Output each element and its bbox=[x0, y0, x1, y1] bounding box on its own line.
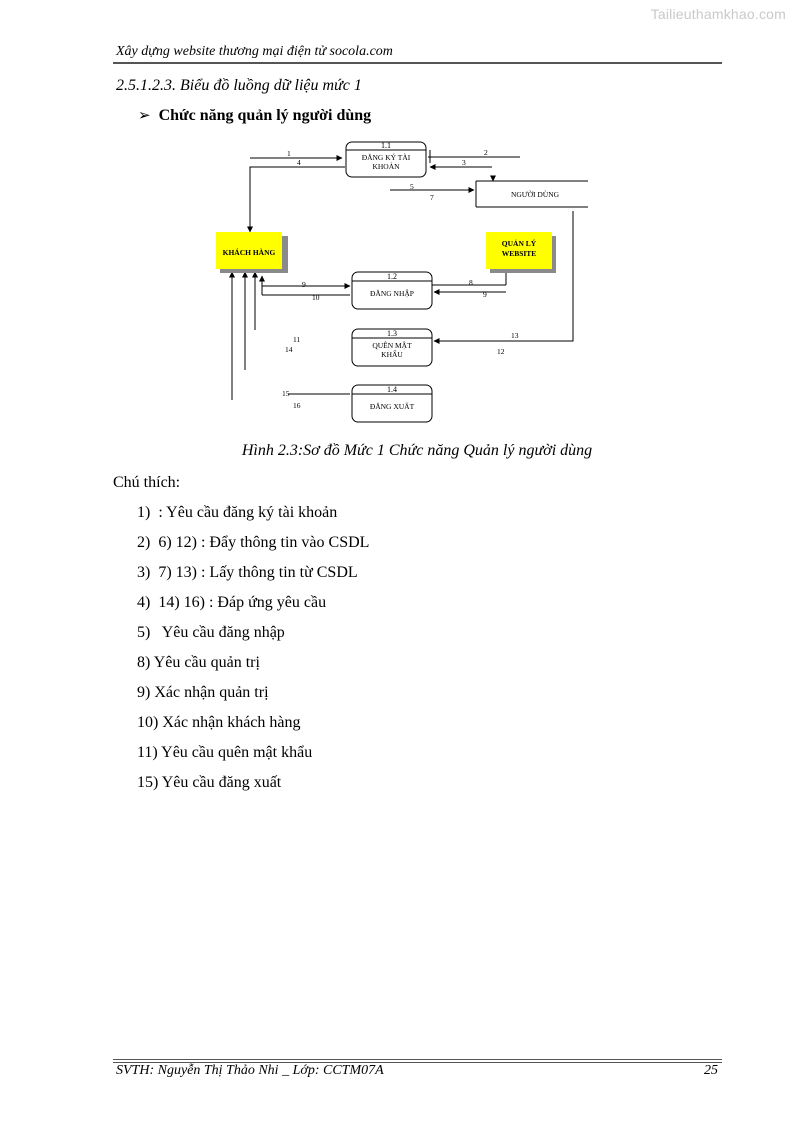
legend-item: 2) 6) 12) : Đẩy thông tin vào CSDL bbox=[137, 534, 370, 551]
legend-item: 5) Yêu cầu đăng nhập bbox=[137, 624, 285, 641]
figure-caption: Hình 2.3:Sơ đồ Mức 1 Chức năng Quản lý n… bbox=[241, 442, 593, 459]
flow-number: 7 bbox=[430, 193, 434, 202]
process-label: ĐĂNG NHẬP bbox=[370, 288, 414, 298]
flow-number: 3 bbox=[462, 158, 466, 167]
flow-number: 12 bbox=[497, 347, 505, 356]
flow-number: 5 bbox=[410, 182, 414, 191]
watermark: Tailieuthamkhao.com bbox=[650, 6, 786, 22]
flow-number: 1 bbox=[287, 149, 291, 158]
legend-item: 3) 7) 13) : Lấy thông tin từ CSDL bbox=[137, 564, 358, 581]
datastore-label: NGƯỜI DÙNG bbox=[511, 189, 560, 199]
legend-item: 1) : Yêu cầu đăng ký tài khoản bbox=[137, 504, 338, 521]
subsection-heading: ➢ Chức năng quản lý người dùng bbox=[138, 106, 371, 125]
data-flow-diagram: 1.1 ĐĂNG KÝ TÀI KHOẢN 1.2 ĐĂNG NHẬP 1.3 … bbox=[216, 141, 588, 423]
flow-number: 14 bbox=[285, 345, 293, 354]
process-label: ĐĂNG KÝ TÀI bbox=[362, 152, 411, 162]
header-rule bbox=[113, 62, 722, 64]
legend-item: 15) Yêu cầu đăng xuất bbox=[137, 774, 282, 791]
flow-number: 15 bbox=[282, 389, 290, 398]
process-label: KHOẢN bbox=[372, 161, 400, 171]
subsection-title: Chức năng quản lý người dùng bbox=[158, 106, 372, 124]
process-1-3: 1.3 QUÊN MẬT KHẨU bbox=[351, 328, 433, 367]
flow-number: 16 bbox=[293, 401, 301, 410]
flow-number: 8 bbox=[469, 278, 473, 287]
flow-number: 9 bbox=[302, 280, 306, 289]
entity-label: WEBSITE bbox=[502, 249, 537, 258]
flow-number: 9 bbox=[483, 290, 487, 299]
footer-rule bbox=[113, 1059, 722, 1060]
process-label: KHẨU bbox=[381, 349, 403, 359]
process-id: 1.2 bbox=[387, 272, 397, 281]
legend-item: 11) Yêu cầu quên mật khẩu bbox=[137, 744, 313, 761]
legend-title: Chú thích: bbox=[113, 474, 181, 491]
entity-label: QUẢN LÝ bbox=[502, 238, 537, 248]
entity-admin: QUẢN LÝ WEBSITE bbox=[486, 232, 556, 273]
process-1-4: 1.4 ĐĂNG XUẤT bbox=[351, 384, 433, 423]
entity-label: KHÁCH HÀNG bbox=[223, 247, 276, 257]
flow-labels: 1 4 2 3 5 7 9 10 8 9 11 14 13 12 15 16 bbox=[282, 148, 519, 410]
legend-item: 4) 14) 16) : Đáp ứng yêu cầu bbox=[137, 594, 327, 611]
process-id: 1.3 bbox=[387, 329, 397, 338]
flow-number: 11 bbox=[293, 335, 300, 344]
process-1-2: 1.2 ĐĂNG NHẬP bbox=[351, 271, 433, 310]
legend-item: 9) Xác nhận quản trị bbox=[137, 684, 269, 701]
flow-number: 4 bbox=[297, 158, 301, 167]
process-1-1: 1.1 ĐĂNG KÝ TÀI KHOẢN bbox=[345, 141, 427, 178]
flow-number: 2 bbox=[484, 148, 488, 157]
running-header: Xây dựng website thương mại điện tử soco… bbox=[116, 44, 393, 59]
arrow-bullet-icon: ➢ bbox=[138, 108, 151, 124]
legend-item: 8) Yêu cầu quản trị bbox=[137, 654, 260, 671]
section-title: 2.5.1.2.3. Biểu đồ luồng dữ liệu mức 1 bbox=[116, 77, 362, 94]
footer-author: SVTH: Nguyễn Thị Thảo Nhi _ Lớp: CCTM07A bbox=[116, 1063, 384, 1078]
page-number: 25 bbox=[704, 1063, 718, 1078]
process-id: 1.1 bbox=[381, 141, 391, 150]
process-label: QUÊN MẬT bbox=[372, 340, 412, 350]
flow-number: 10 bbox=[312, 293, 320, 302]
flow-number: 13 bbox=[511, 331, 519, 340]
process-id: 1.4 bbox=[387, 385, 397, 394]
process-label: ĐĂNG XUẤT bbox=[370, 401, 415, 411]
footer-rule bbox=[113, 1062, 722, 1063]
legend-item: 10) Xác nhận khách hàng bbox=[137, 714, 301, 731]
entity-customer: KHÁCH HÀNG bbox=[216, 232, 288, 273]
